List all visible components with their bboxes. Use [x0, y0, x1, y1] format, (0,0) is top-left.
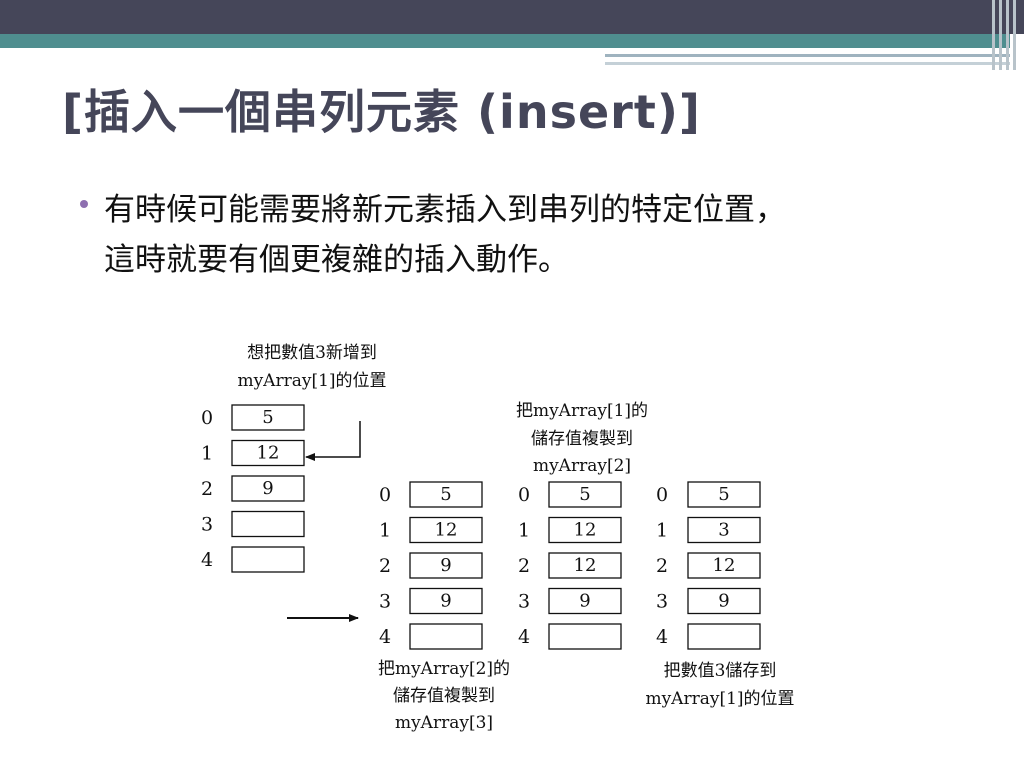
array-cell	[231, 546, 305, 573]
array-cell	[231, 404, 305, 431]
array-cell-value: 3	[718, 520, 729, 541]
header-vrule	[1006, 0, 1009, 70]
header-vrule	[992, 0, 995, 70]
array-index-label: 4	[201, 549, 213, 571]
array-cell-value: 12	[574, 520, 597, 541]
slide-title: [插入一個串列元素 (insert)]	[62, 85, 701, 139]
caption-step0-line1: 想把數值3新增到	[247, 343, 377, 363]
array-cell-value: 5	[718, 484, 729, 505]
caption-step2-line1: 把myArray[1]的	[516, 401, 648, 421]
array-cell-value: 9	[440, 555, 451, 576]
header-vrule	[999, 0, 1002, 70]
array-cell	[409, 481, 483, 508]
array-cell	[548, 481, 622, 508]
array-cell	[409, 587, 483, 615]
array-cell	[548, 587, 622, 615]
array-cell-value: 12	[257, 443, 280, 464]
caption-step1-line1: 把myArray[2]的	[378, 659, 510, 679]
array-index-label: 4	[518, 626, 530, 648]
array-cell-value: 9	[262, 478, 273, 499]
array-index-label: 1	[201, 443, 213, 465]
array-cell	[548, 552, 622, 579]
bullet-line-1: 有時候可能需要將新元素插入到串列的特定位置，	[104, 192, 786, 228]
caption-step3-line2: myArray[1]的位置	[645, 689, 794, 709]
bullet-line-2: 這時就要有個更複雜的插入動作。	[104, 242, 569, 278]
array-cell	[687, 552, 761, 579]
array-cell	[687, 516, 761, 544]
array-index-label: 2	[201, 478, 213, 500]
array-cell-value: 9	[579, 591, 590, 612]
array-cell	[687, 481, 761, 508]
array-3: 0 5 1 3 2 12 3 9 4	[656, 481, 761, 650]
array-index-label: 3	[656, 591, 668, 613]
array-index-label: 2	[379, 555, 391, 577]
header-band-teal	[0, 34, 1010, 48]
caption-step3-line1: 把數值3儲存到	[664, 661, 777, 681]
caption-step0-line2: myArray[1]的位置	[237, 371, 386, 391]
array-cell-value: 5	[440, 484, 451, 505]
array-cell	[409, 623, 483, 650]
array-index-label: 1	[379, 520, 391, 542]
array-cell	[687, 587, 761, 615]
array-cell-value: 12	[574, 555, 597, 576]
array-index-label: 3	[201, 514, 213, 536]
array-cell-value: 9	[440, 591, 451, 612]
caption-step1-line3: myArray[3]	[395, 713, 493, 733]
array-cell	[231, 475, 305, 502]
array-index-label: 3	[379, 591, 391, 613]
array-cell	[231, 510, 305, 538]
array-2: 0 5 1 12 2 12 3 9 4	[518, 481, 622, 650]
array-index-label: 1	[518, 520, 530, 542]
array-cell	[231, 439, 305, 467]
array-cell-value: 9	[718, 591, 729, 612]
caption-step2-line2: 儲存值複製到	[531, 429, 633, 449]
array-index-label: 0	[201, 407, 213, 429]
array-index-label: 0	[518, 484, 530, 506]
array-0: 0 5 1 12 2 9 3 4	[201, 404, 305, 573]
array-cell-value: 12	[713, 555, 736, 576]
array-index-label: 2	[656, 555, 668, 577]
arrays-layer: 0 5 1 12 2 9 3 4 0 5 1 12 2 9 3 9 4 0 5 1 12 2 12 3 9 4 0 5 1 3 2 12 3 9 4	[201, 404, 761, 650]
array-index-label: 1	[656, 520, 668, 542]
header-rule	[605, 54, 1010, 57]
header-band-dark	[0, 0, 1024, 34]
array-cell-value: 5	[579, 484, 590, 505]
array-cell	[409, 552, 483, 579]
bullet-dot-icon	[80, 200, 88, 208]
array-cell	[548, 516, 622, 544]
array-index-label: 3	[518, 591, 530, 613]
array-index-label: 0	[379, 484, 391, 506]
array-cell	[687, 623, 761, 650]
array-cell-value: 5	[262, 407, 273, 428]
array-cell	[409, 516, 483, 544]
array-cell-value: 12	[435, 520, 458, 541]
array-1: 0 5 1 12 2 9 3 9 4	[379, 481, 483, 650]
array-index-label: 4	[379, 626, 391, 648]
insert-position-arrow	[305, 421, 361, 461]
array-cell	[548, 623, 622, 650]
caption-step1-line2: 儲存值複製到	[393, 686, 495, 706]
array-index-label: 0	[656, 484, 668, 506]
caption-step2-line3: myArray[2]	[533, 456, 631, 476]
header-vrule	[1013, 0, 1016, 70]
array-index-label: 4	[656, 626, 668, 648]
array-index-label: 2	[518, 555, 530, 577]
header-rule	[605, 62, 1010, 65]
